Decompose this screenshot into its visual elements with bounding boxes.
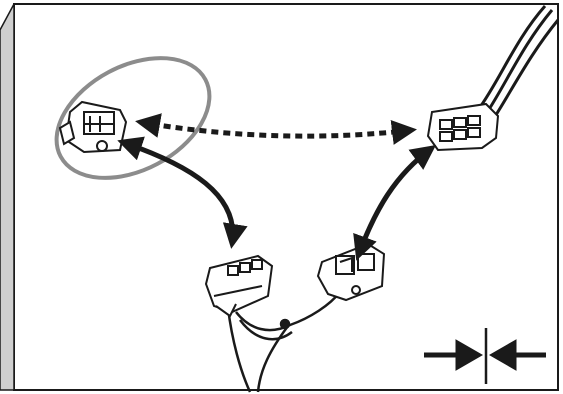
connector-top-right: [426, 102, 500, 152]
connect-arrows-icon: [424, 328, 546, 384]
connector-bottom-left: [204, 254, 274, 318]
arrow-bottom-right-to-top-right: [353, 145, 437, 261]
arrow-top-left-to-bottom-left: [117, 136, 248, 249]
page-frame: [0, 3, 559, 391]
connector-top-left: [58, 100, 128, 154]
dashed-double-arrow: [135, 113, 417, 145]
wire-harness-bottom: [226, 291, 341, 393]
wire-harness-top: [476, 5, 560, 119]
